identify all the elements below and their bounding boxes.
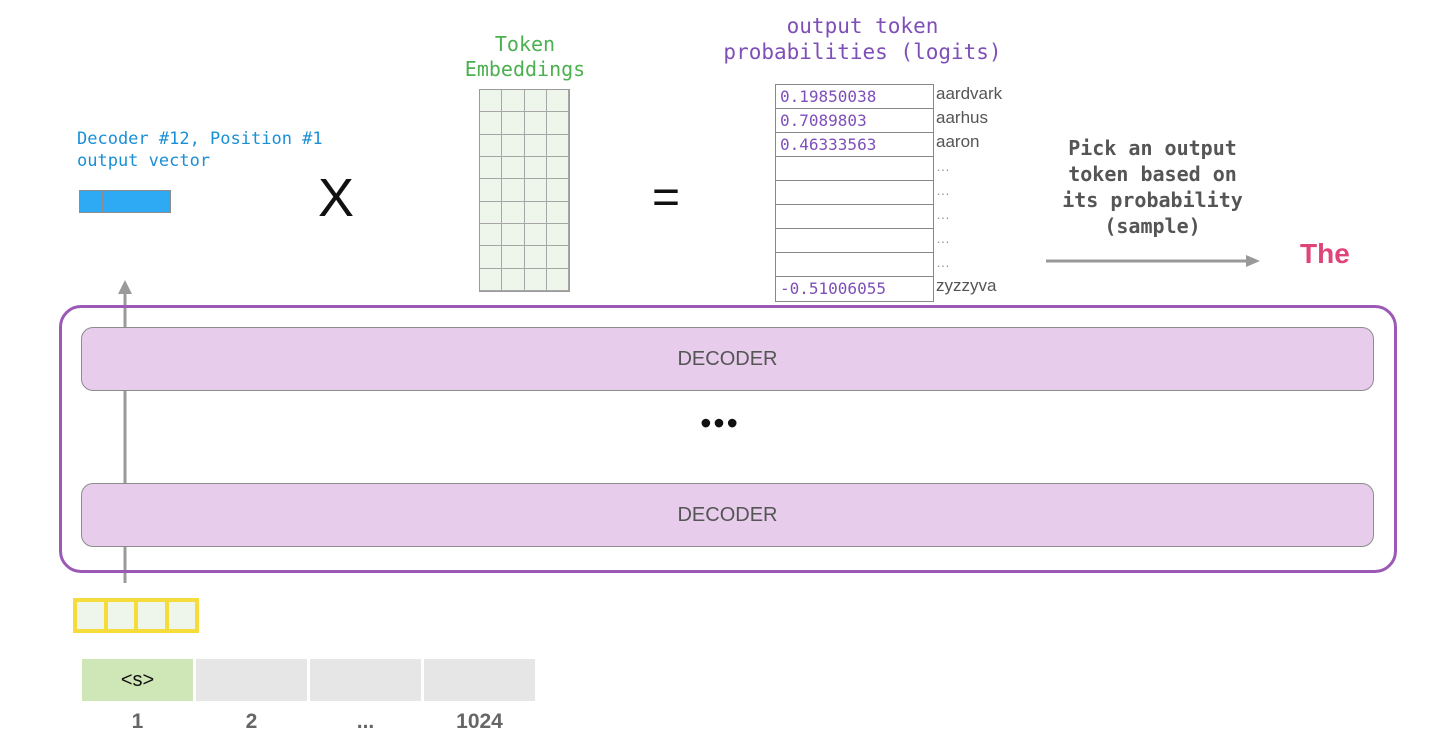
vocab-word: …	[936, 230, 950, 246]
embedding-cell	[546, 134, 569, 157]
embedding-cell	[502, 268, 525, 291]
embedding-cell	[524, 246, 547, 269]
output-vector-cell	[102, 191, 126, 212]
embedding-cell	[480, 201, 503, 224]
logit-value: 0.46333563	[776, 133, 933, 157]
input-vector-cell	[168, 602, 195, 629]
embedding-cell	[480, 112, 503, 135]
embedding-cell	[524, 112, 547, 135]
embedding-cell	[524, 224, 547, 247]
output-vector-cell	[80, 191, 103, 212]
logit-value: -0.51006055	[780, 279, 886, 298]
vocab-word: …	[936, 182, 950, 198]
vocab-word: …	[936, 206, 950, 222]
embedding-cell	[546, 268, 569, 291]
vocab-word: …	[936, 158, 950, 174]
embedding-cell	[480, 179, 503, 202]
decoder-block-top: DECODER	[81, 327, 1374, 391]
embedding-cell	[546, 112, 569, 135]
output-token: The	[1300, 238, 1350, 269]
input-vector-cell	[138, 602, 165, 629]
position-label: 1024	[456, 710, 503, 733]
logit-value	[776, 181, 933, 205]
stack-ellipsis: •••	[700, 405, 740, 441]
input-vector	[73, 598, 199, 633]
decoder-block-bottom: DECODER	[81, 483, 1374, 547]
input-sequence: <s>	[82, 659, 535, 701]
embedding-cell	[480, 246, 503, 269]
embedding-cell	[480, 157, 503, 180]
sequence-token	[424, 659, 535, 701]
embedding-cell	[524, 268, 547, 291]
position-label: ...	[356, 710, 375, 733]
logit-value	[776, 253, 933, 277]
embedding-cell	[524, 157, 547, 180]
embedding-cell	[502, 246, 525, 269]
embedding-cell	[502, 134, 525, 157]
vocab-word: aarhus	[936, 108, 988, 127]
embedding-cell	[546, 157, 569, 180]
vocab-word: aardvark	[936, 84, 1003, 103]
embedding-cell	[524, 179, 547, 202]
logit-value	[776, 229, 933, 253]
embedding-cell	[480, 90, 503, 113]
input-vector-cell	[77, 602, 104, 629]
embedding-cell	[502, 90, 525, 113]
embedding-cell	[546, 201, 569, 224]
output-vector-cell	[125, 191, 149, 212]
logit-value: 0.7089803	[776, 109, 933, 133]
sample-arrow-icon	[1046, 255, 1260, 267]
vocab-list: aardvark aarhus aaron … … … … … zyzzyva	[936, 84, 1002, 300]
embedding-cell	[524, 201, 547, 224]
multiply-operator: X	[318, 168, 355, 228]
embedding-cell	[502, 112, 525, 135]
sequence-token	[196, 659, 307, 701]
vocab-word: …	[936, 254, 950, 270]
output-vector-cell	[148, 191, 170, 212]
logit-value	[776, 205, 933, 229]
embedding-cell	[480, 134, 503, 157]
embedding-cell	[480, 224, 503, 247]
vocab-word: zyzzyva	[936, 276, 997, 295]
position-label: 2	[245, 710, 258, 733]
embedding-cell	[524, 90, 547, 113]
embedding-cell	[524, 134, 547, 157]
logits-title: output token probabilities (logits)	[723, 14, 1002, 64]
embedding-cell	[502, 224, 525, 247]
output-vector-label: Decoder #12, Position #1 output vector	[77, 129, 323, 171]
position-label: 1	[131, 710, 144, 733]
sequence-token: <s>	[82, 659, 193, 701]
embedding-cell	[546, 224, 569, 247]
equals-operator: =	[652, 171, 681, 224]
embedding-cell	[502, 179, 525, 202]
embedding-cell	[546, 246, 569, 269]
embedding-cell	[480, 268, 503, 291]
embedding-cell	[546, 90, 569, 113]
pick-output-text: Pick an output token based on its probab…	[1062, 136, 1243, 238]
logit-value	[776, 157, 933, 181]
embeddings-matrix	[479, 89, 570, 292]
sequence-token	[310, 659, 421, 701]
embedding-cell	[546, 179, 569, 202]
decoder-stack	[59, 305, 1397, 573]
vocab-word: aaron	[936, 132, 980, 151]
logit-value: 0.19850038	[776, 85, 933, 109]
embedding-cell	[502, 201, 525, 224]
input-vector-cell	[107, 602, 134, 629]
logits-table: 0.19850038 0.7089803 0.46333563 -0.51006…	[775, 84, 934, 302]
embedding-cell	[502, 157, 525, 180]
output-vector	[79, 190, 171, 213]
embeddings-title: Token Embeddings	[464, 32, 586, 81]
